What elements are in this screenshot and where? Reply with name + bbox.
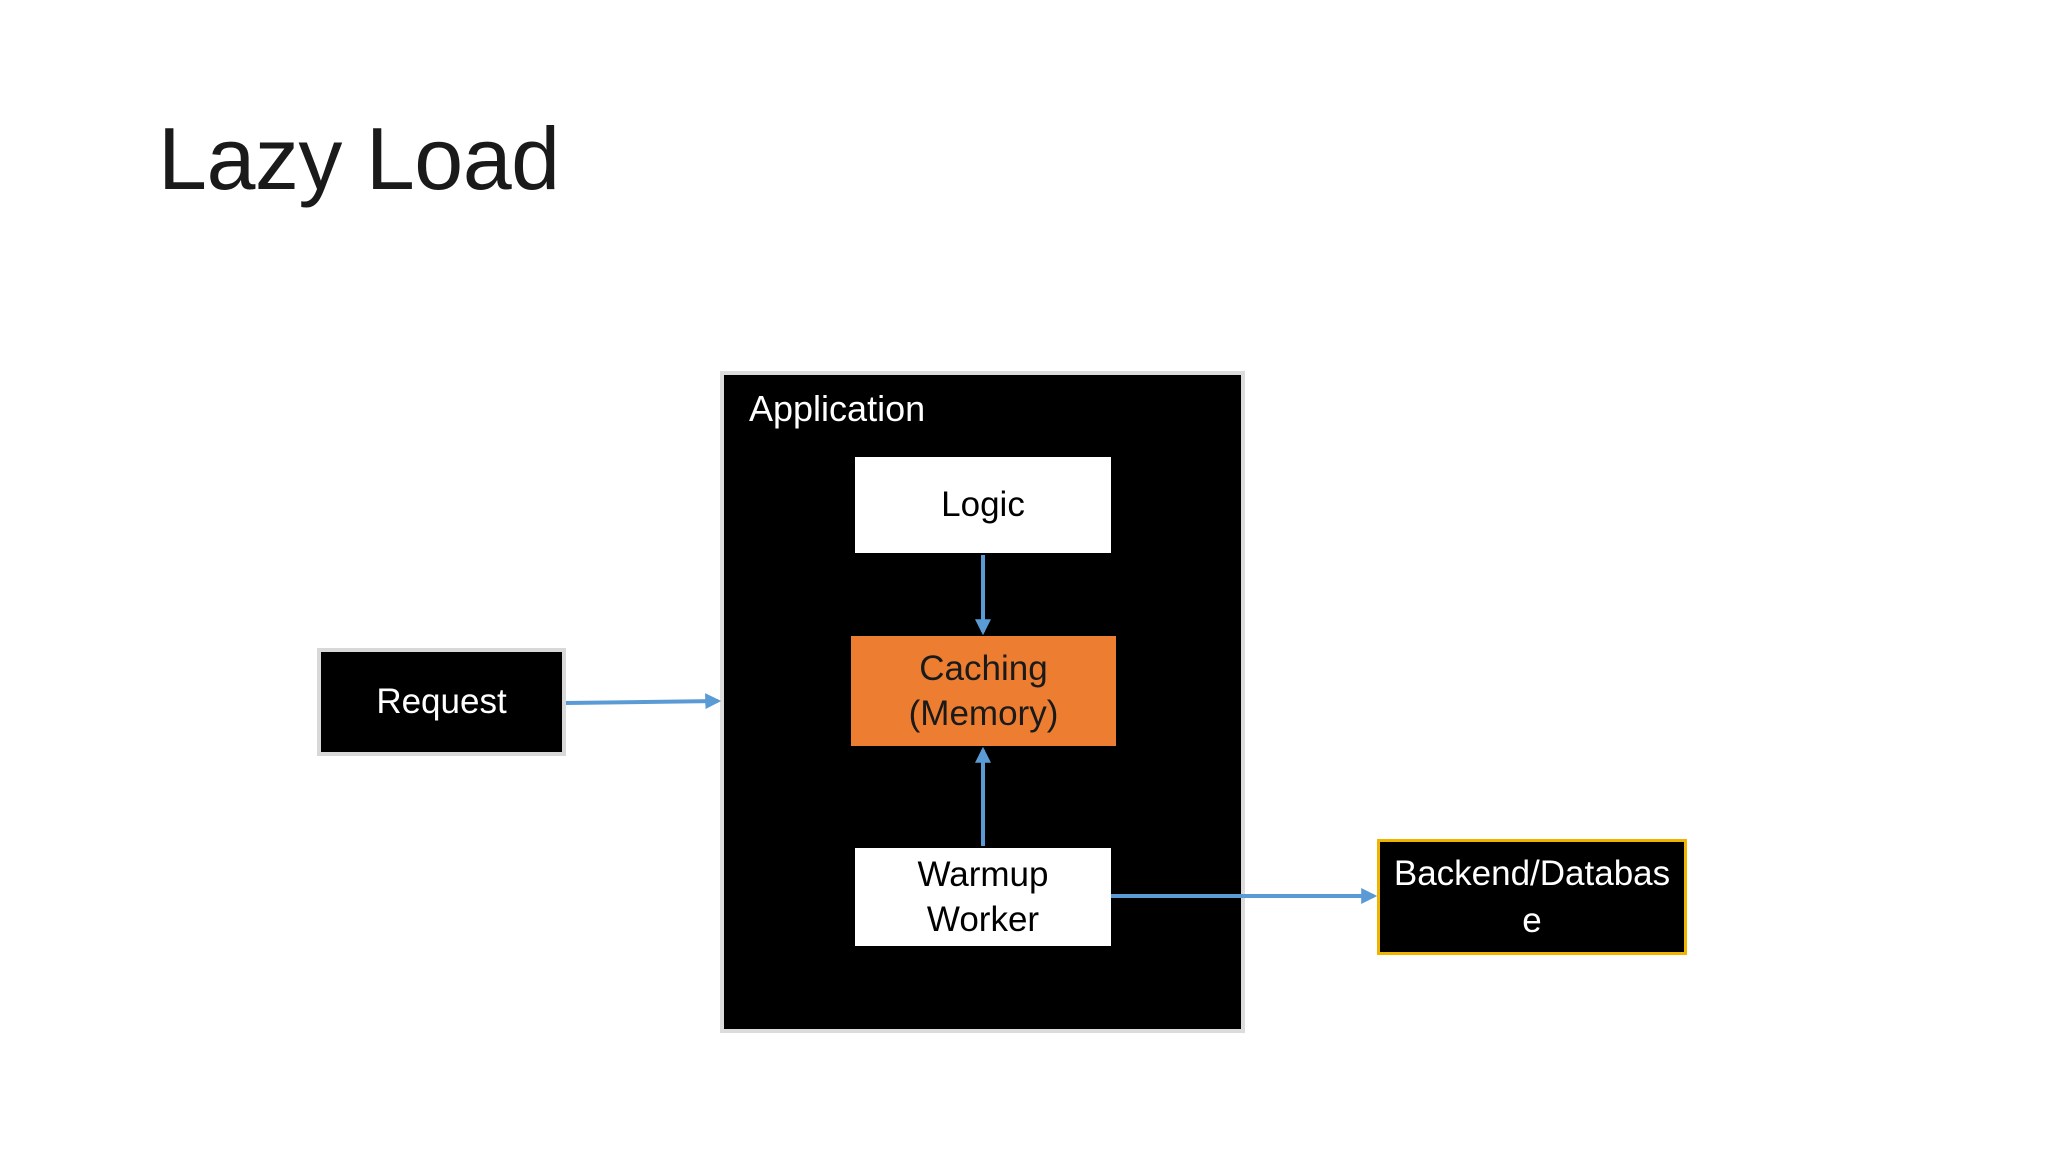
backend-label-line2: e <box>1522 901 1542 940</box>
backend-database-box: Backend/Databas e <box>1377 839 1687 955</box>
application-label: Application <box>749 388 926 429</box>
slide-title: Lazy Load <box>158 109 560 208</box>
backend-label-line1: Backend/Databas <box>1393 853 1671 893</box>
logic-box: Logic <box>855 457 1111 553</box>
warmup-worker-box: Warmup Worker <box>855 848 1111 946</box>
arrow-request-to-application <box>565 693 722 710</box>
warmup-label-line2: Worker <box>926 900 1040 939</box>
caching-label-line2: (Memory) <box>908 694 1059 733</box>
caching-memory-box: Caching (Memory) <box>851 636 1116 746</box>
request-box: Request <box>317 648 566 756</box>
warmup-label-line1: Warmup <box>917 854 1049 894</box>
caching-label-line1: Caching <box>919 648 1048 688</box>
